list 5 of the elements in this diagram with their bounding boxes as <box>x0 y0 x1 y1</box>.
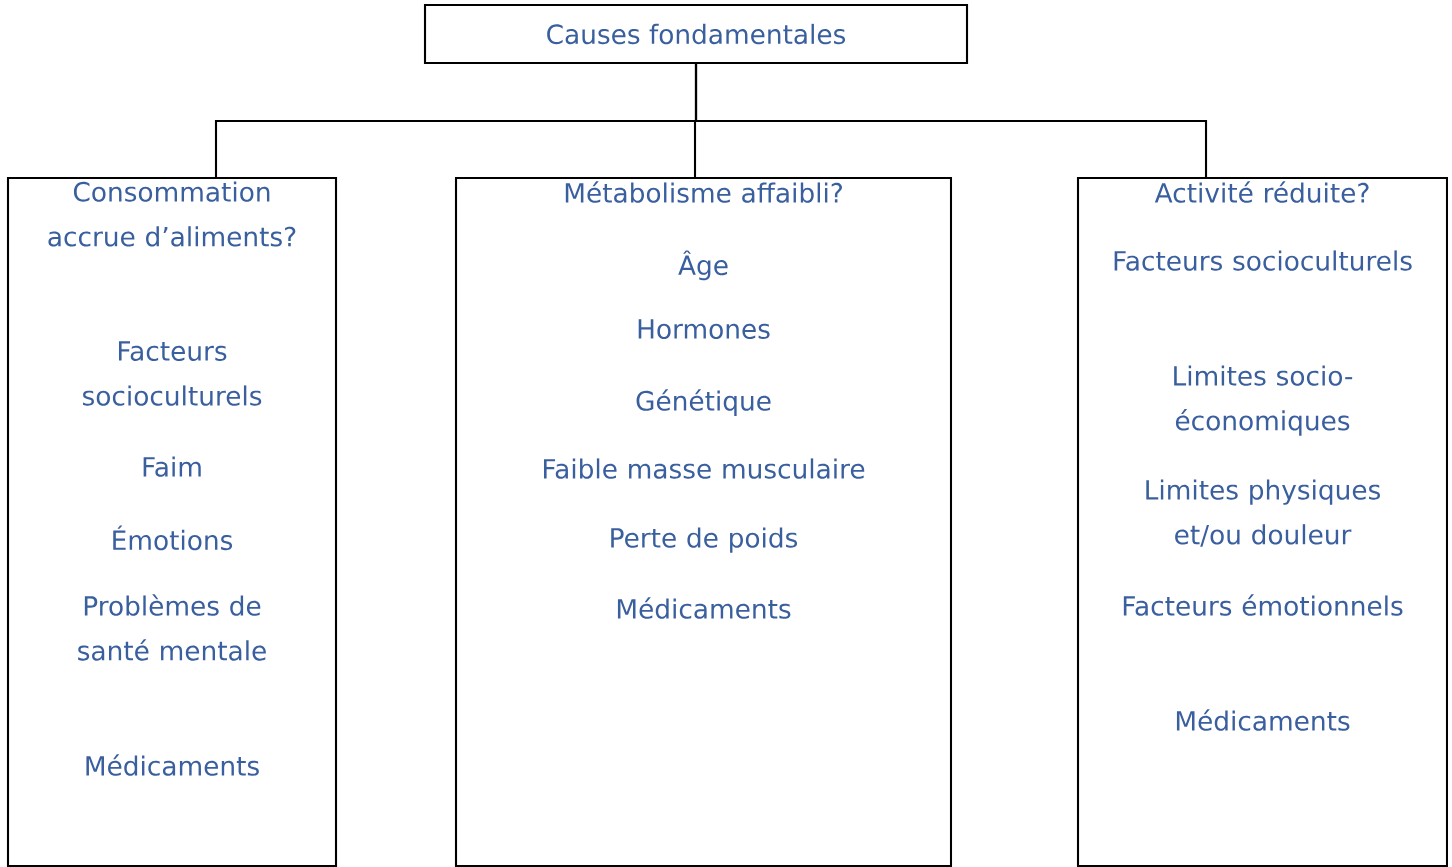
connector-line <box>694 64 1208 177</box>
category-box: Activité réduite? Facteurs socioculturels Limites socio-économiques Limites physiques et/ou douleur Facteurs émotionnels Médicaments <box>1076 176 1449 867</box>
category-box: Causes fondamentales <box>423 3 969 65</box>
category-box: Consommation accrue d’aliments? Facteurs socioculturels Faim Émotions Problèmes de santé mentale Médicaments <box>6 176 338 867</box>
category-box: Métabolisme affaibli? Âge Hormones Génétique Faible masse musculaire Perte de poids Médicaments <box>454 176 953 867</box>
